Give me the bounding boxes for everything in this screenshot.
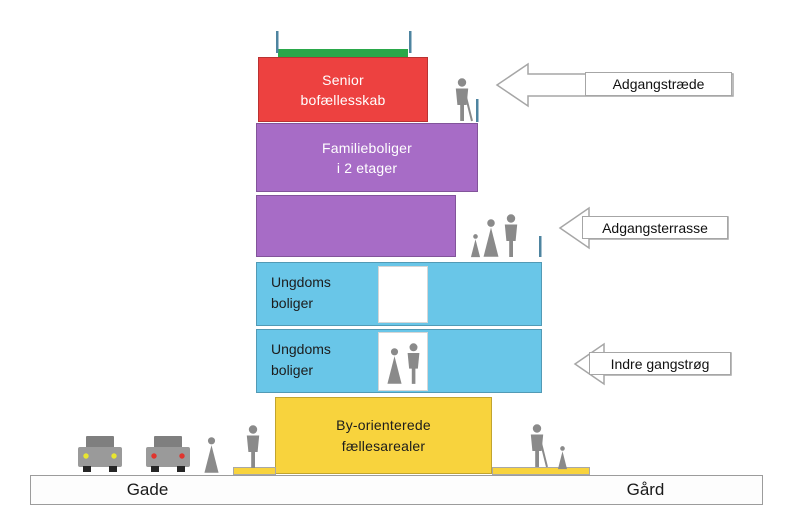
block-family-label: Familieboliger i 2 etager xyxy=(257,138,477,178)
entry-platform-right xyxy=(492,467,590,475)
man-icon xyxy=(246,425,260,468)
block-family-housing-lower xyxy=(256,195,456,257)
block-urban-commons: By-orienterede fællesarealer xyxy=(275,397,492,474)
block-youth-lower-label: Ungdoms boliger xyxy=(271,339,331,381)
block-youth-lower-label-line1: Ungdoms xyxy=(271,341,331,357)
block-family-housing: Familieboliger i 2 etager xyxy=(256,123,478,192)
person-with-cane-icon xyxy=(455,78,473,122)
man-icon xyxy=(504,214,518,257)
car-headlights-icon xyxy=(78,436,122,472)
youth-lower-opening xyxy=(378,332,428,391)
block-youth-lower-label-line2: boliger xyxy=(271,362,314,378)
block-youth-upper-label: Ungdoms boliger xyxy=(271,272,331,314)
block-senior-label-line2: bofællesskab xyxy=(300,92,386,108)
green-roof-bar-icon xyxy=(278,49,408,57)
access-stair-arrow-label: Adgangstræde xyxy=(585,72,732,96)
courtyard-label: Gård xyxy=(626,480,665,499)
block-senior-cohousing: Senior bofællesskab xyxy=(258,57,428,122)
entry-platform-left xyxy=(233,467,276,475)
block-commons-label: By-orienterede fællesarealer xyxy=(276,415,491,457)
child-icon xyxy=(557,446,568,470)
family-icons xyxy=(470,214,518,258)
block-senior-label-line1: Senior xyxy=(322,72,364,88)
access-terrace-arrow-label: Adgangsterrasse xyxy=(582,216,728,239)
ground-bar xyxy=(30,475,763,505)
block-commons-label-line1: By-orienterede xyxy=(336,417,431,433)
block-youth-upper-label-line2: boliger xyxy=(271,295,314,311)
youth-upper-opening xyxy=(378,266,428,323)
woman-icon xyxy=(204,437,219,473)
block-family-label-line2: i 2 etager xyxy=(336,160,398,176)
inner-walkway-arrow-label: Indre gangstrøg xyxy=(589,352,731,375)
woman-icon xyxy=(483,219,499,257)
car-taillights-icon xyxy=(146,436,190,472)
street-label: Gade xyxy=(126,480,169,499)
block-commons-label-line2: fællesarealer xyxy=(341,438,426,454)
block-youth-upper-label-line1: Ungdoms xyxy=(271,274,331,290)
block-senior-label: Senior bofællesskab xyxy=(259,70,427,110)
child-icon xyxy=(470,234,481,258)
street-people-icons xyxy=(204,425,260,473)
block-family-label-line1: Familieboliger xyxy=(322,140,412,156)
courtyard-people-icons xyxy=(530,424,568,470)
man-icon xyxy=(530,424,544,467)
